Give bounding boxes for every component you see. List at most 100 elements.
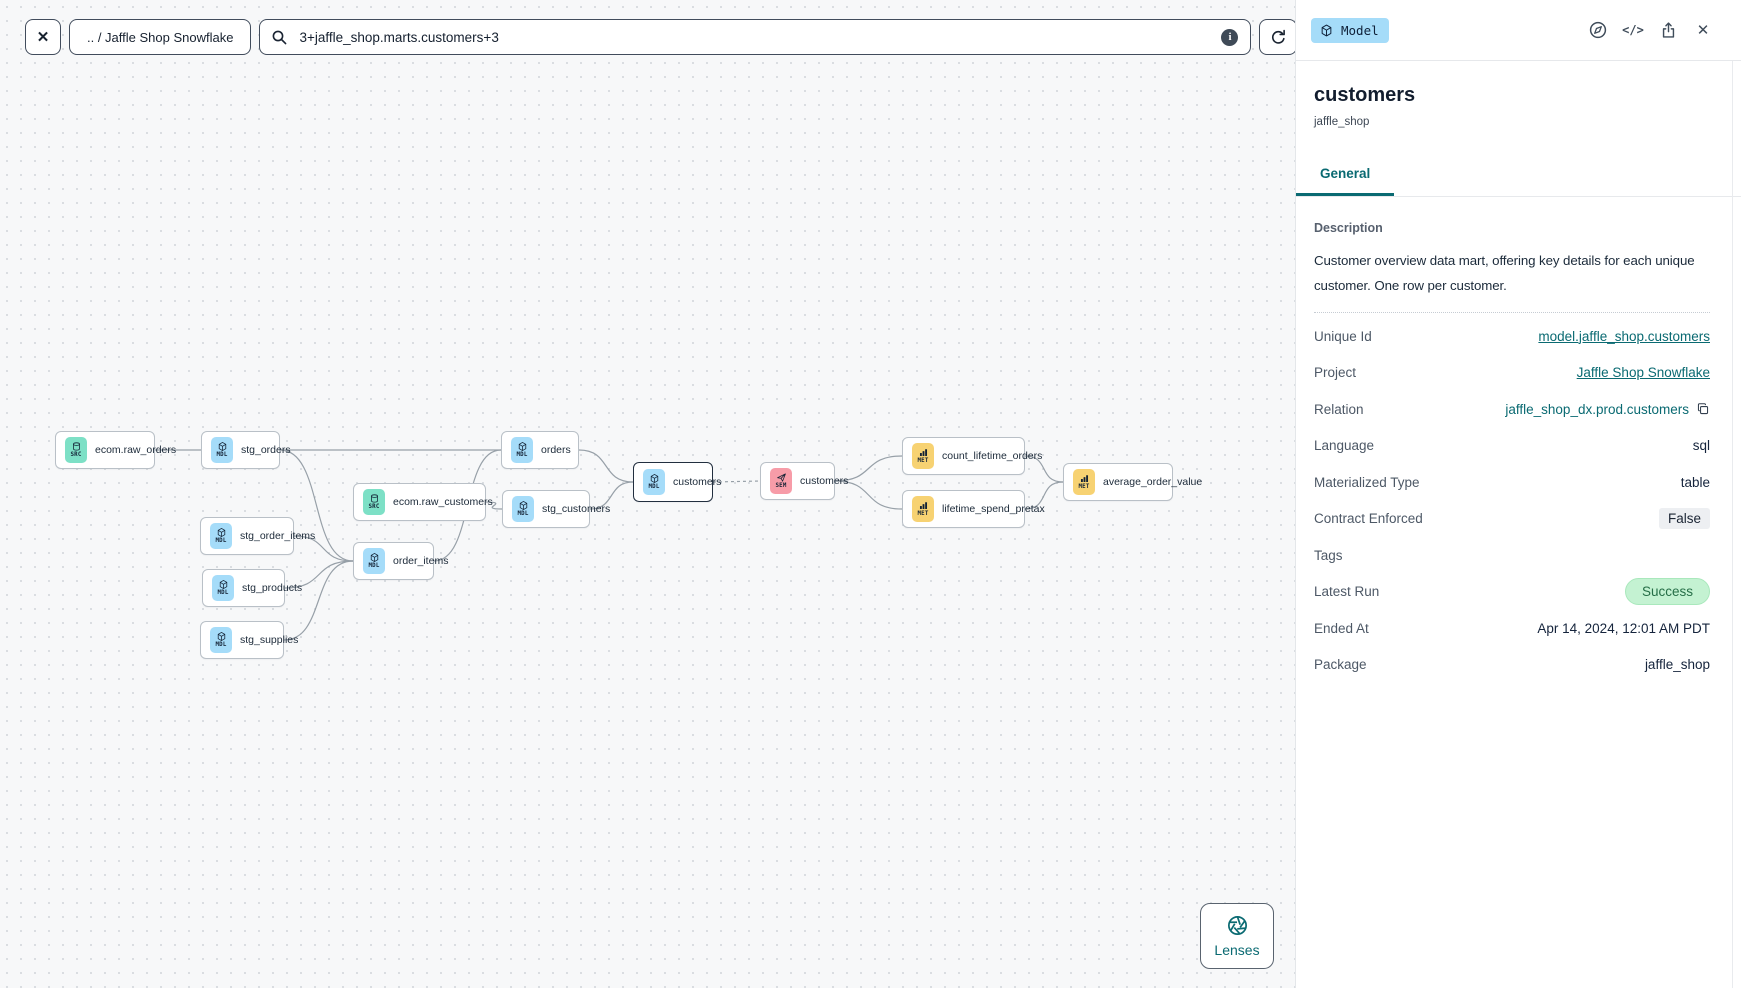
panel-header: Model </> bbox=[1296, 0, 1741, 61]
section-divider bbox=[1314, 312, 1710, 313]
lenses-aperture-icon bbox=[1227, 916, 1247, 935]
node-label: count_lifetime_orders bbox=[942, 450, 1043, 462]
description-label: Description bbox=[1314, 221, 1383, 235]
node-type-label: MET bbox=[917, 511, 929, 518]
mdl-icon: MDL bbox=[363, 548, 385, 574]
field-value: jaffle_shop bbox=[1644, 657, 1710, 673]
node-type-label: MET bbox=[917, 458, 929, 465]
node-label: stg_products bbox=[242, 582, 303, 594]
lineage-node-average_order_value[interactable]: MET average_order_value bbox=[1063, 463, 1202, 501]
tab-general[interactable]: General bbox=[1296, 152, 1395, 196]
node-type-label: MDL bbox=[216, 452, 228, 459]
share-icon[interactable] bbox=[1658, 20, 1678, 40]
mdl-icon: MDL bbox=[511, 437, 533, 463]
resource-type-badge[interactable]: Model bbox=[1311, 17, 1389, 43]
info-icon[interactable]: i bbox=[1221, 28, 1239, 46]
search-icon bbox=[273, 30, 287, 44]
panel-scroll-track[interactable] bbox=[1732, 61, 1733, 988]
field-row: Package jaffle_shop bbox=[1314, 647, 1710, 684]
field-value-link[interactable]: model.jaffle_shop.customers bbox=[1538, 328, 1710, 344]
node-label: stg_customers bbox=[542, 503, 611, 515]
mdl-icon: MDL bbox=[211, 437, 233, 463]
field-row: Tags bbox=[1314, 537, 1710, 574]
sem-icon: SEM bbox=[770, 468, 792, 494]
field-label: Project bbox=[1314, 365, 1357, 381]
package-subtitle: jaffle_shop bbox=[1314, 116, 1370, 128]
copy-icon[interactable] bbox=[1696, 402, 1710, 416]
lenses-button[interactable]: Lenses bbox=[1200, 903, 1274, 969]
node-label: customers bbox=[673, 476, 722, 488]
node-label: average_order_value bbox=[1103, 476, 1203, 488]
lineage-node-stg_customers[interactable]: MDL stg_customers bbox=[502, 490, 610, 528]
field-value-link[interactable]: Jaffle Shop Snowflake bbox=[1576, 365, 1710, 381]
lineage-node-customers[interactable]: MDL customers bbox=[633, 462, 721, 502]
lineage-search-input[interactable] bbox=[297, 28, 1213, 46]
details-panel: Model </> bbox=[1295, 0, 1741, 988]
panel-title-block: customers jaffle_shop General bbox=[1296, 61, 1741, 197]
field-label: Contract Enforced bbox=[1314, 511, 1423, 527]
node-type-label: MDL bbox=[648, 484, 660, 491]
lineage-search-box: i bbox=[259, 19, 1252, 55]
node-label: customers bbox=[800, 475, 849, 487]
breadcrumb[interactable]: .. / Jaffle Shop Snowflake bbox=[69, 19, 252, 55]
edge-orders-to-customers bbox=[578, 449, 634, 483]
met-icon: MET bbox=[912, 443, 934, 469]
cube-icon bbox=[1321, 24, 1332, 36]
node-type-label: SRC bbox=[70, 452, 82, 459]
resource-type-label: Model bbox=[1341, 22, 1379, 38]
node-type-label: MET bbox=[1078, 484, 1090, 491]
lineage-node-raw_orders[interactable]: SRC ecom.raw_orders bbox=[55, 431, 176, 469]
close-icon: ✕ bbox=[36, 28, 50, 46]
contract-badge: False bbox=[1658, 508, 1710, 530]
description-text: Customer overview data mart, offering ke… bbox=[1314, 253, 1695, 293]
edge-stg_supplies-to-order_items bbox=[283, 560, 354, 641]
field-label: Ended At bbox=[1314, 620, 1369, 636]
node-label: ecom.raw_orders bbox=[95, 444, 177, 456]
panel-tabs: General bbox=[1296, 152, 1741, 197]
lineage-node-order_items[interactable]: MDL order_items bbox=[353, 542, 448, 580]
panel-header-actions: </> ✕ bbox=[1588, 20, 1713, 40]
refresh-button[interactable] bbox=[1259, 19, 1298, 55]
met-icon: MET bbox=[912, 496, 934, 522]
close-lineage-button[interactable]: ✕ bbox=[25, 19, 61, 55]
refresh-icon bbox=[1271, 29, 1285, 44]
field-row: Language sql bbox=[1314, 428, 1710, 465]
node-type-label: MDL bbox=[516, 452, 528, 459]
mdl-icon: MDL bbox=[512, 496, 534, 522]
node-label: order_items bbox=[393, 555, 449, 567]
field-value: sql bbox=[1692, 438, 1710, 454]
met-icon: MET bbox=[1073, 469, 1095, 495]
field-label: Relation bbox=[1314, 401, 1364, 417]
explore-compass-icon[interactable] bbox=[1588, 20, 1608, 40]
close-icon[interactable]: ✕ bbox=[1696, 22, 1710, 39]
code-icon[interactable]: </> bbox=[1622, 23, 1644, 37]
src-icon: SRC bbox=[363, 489, 385, 515]
field-label: Package bbox=[1314, 657, 1367, 673]
field-label: Language bbox=[1314, 438, 1375, 454]
node-type-label: MDL bbox=[517, 511, 529, 518]
field-label: Tags bbox=[1314, 547, 1343, 563]
node-label: stg_orders bbox=[241, 444, 291, 456]
status-badge[interactable]: Success bbox=[1624, 578, 1710, 606]
lineage-node-count_lifetime_orders[interactable]: MET count_lifetime_orders bbox=[902, 437, 1042, 475]
node-type-label: SRC bbox=[368, 504, 380, 511]
node-type-label: MDL bbox=[215, 538, 227, 545]
field-row: Contract Enforced False bbox=[1314, 501, 1710, 538]
lineage-node-stg_orders[interactable]: MDL stg_orders bbox=[201, 431, 291, 469]
lenses-label: Lenses bbox=[1214, 942, 1260, 958]
node-type-label: SEM bbox=[775, 483, 787, 490]
lineage-node-customers_sem[interactable]: SEM customers bbox=[760, 462, 848, 500]
node-type-label: MDL bbox=[215, 642, 227, 649]
